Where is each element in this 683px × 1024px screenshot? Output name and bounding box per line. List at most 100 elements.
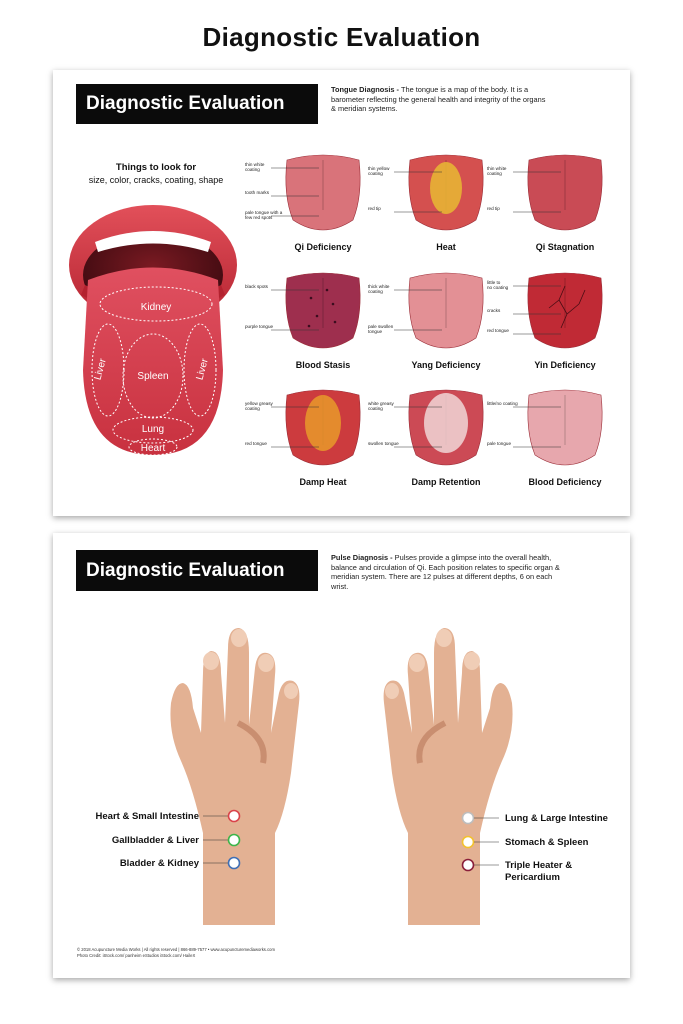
- tongue-feature-label: little/no coating: [487, 401, 518, 406]
- footer-copyright: © 2018 Acupuncture Media Works | All rig…: [77, 947, 275, 952]
- right-hand: [383, 628, 513, 925]
- tongue-body: [527, 389, 603, 466]
- pulse-label-line2: Pericardium: [505, 872, 560, 883]
- spleen-zone: [122, 333, 184, 419]
- tongue-feature-label: red tongue: [245, 441, 267, 446]
- right-fingernail-2: [436, 629, 452, 647]
- tongue-intro-bold: Tongue Diagnosis -: [331, 85, 400, 94]
- pulse-intro-bold: Pulse Diagnosis -: [331, 553, 393, 562]
- pulse-intro-text: Pulses provide a glimpse into the overal…: [331, 553, 560, 591]
- pulse-dot: [227, 809, 241, 823]
- tongue-feature-label: swollen tongue: [368, 441, 399, 446]
- pulse-panel-header: Diagnostic Evaluation: [76, 550, 318, 591]
- right-fingernail-1: [464, 652, 480, 670]
- tongue-name: Yin Deficiency: [534, 360, 595, 370]
- right-hand-shape: [383, 628, 513, 925]
- pulse-label: Lung & Large Intestine: [505, 813, 608, 824]
- right-pulse-point: Lung & Large Intestine: [461, 811, 608, 825]
- pulse-label: Stomach & Spleen: [505, 837, 589, 848]
- heart-zone: [128, 438, 178, 456]
- tongue-feature-label: black spots: [245, 284, 269, 289]
- right-palm-crease: [416, 720, 447, 764]
- teeth: [95, 231, 211, 252]
- tongue-illustrations: Kidney Spleen Liver Liver Lung Heart Qi …: [69, 154, 603, 487]
- left-pulse-point: Bladder & Kidney: [120, 856, 241, 870]
- tongue-name: Qi Stagnation: [536, 242, 595, 252]
- tongue-body: [527, 154, 603, 231]
- tongue-name: Damp Retention: [411, 477, 480, 487]
- tongue-name: Qi Deficiency: [294, 242, 351, 252]
- tongue-body: [408, 272, 484, 349]
- pulse-label: Gallbladder & Liver: [112, 835, 199, 846]
- tongue-diagnosis-panel: Diagnostic Evaluation Tongue Diagnosis -…: [53, 70, 630, 516]
- tongue-intro: Tongue Diagnosis - The tongue is a map o…: [331, 85, 551, 114]
- liver-right-zone: [183, 323, 217, 417]
- white-greasy-coating: [424, 393, 468, 453]
- black-spot: [325, 288, 329, 292]
- pulse-dot: [227, 856, 241, 870]
- footer: © 2018 Acupuncture Media Works | All rig…: [77, 947, 377, 959]
- left-hand-shape: [170, 628, 300, 925]
- footer-credit: Photo Credit: iStock.com/ panheim eStudi…: [77, 953, 196, 958]
- tongue-feature-label: pale tongue: [487, 441, 511, 446]
- tongue-name: Blood Stasis: [296, 360, 351, 370]
- tongue-name: Yang Deficiency: [411, 360, 480, 370]
- pulse-label: Heart & Small Intestine: [96, 811, 199, 822]
- pulse-dot: [227, 833, 241, 847]
- black-spot: [333, 320, 337, 324]
- left-pulse-point: Gallbladder & Liver: [112, 833, 241, 847]
- left-fingernail-3: [258, 654, 274, 672]
- yellow-greasy-coating: [305, 395, 341, 451]
- tongue-feature-label: cracks: [487, 308, 501, 313]
- things-subtitle: size, color, cracks, coating, shape: [88, 175, 224, 185]
- liver-left-zone: [91, 323, 125, 417]
- right-pulse-point: Triple Heater &Pericardium: [461, 858, 572, 883]
- mouth-diagram: Kidney Spleen Liver Liver Lung Heart: [69, 205, 237, 456]
- pulse-intro: Pulse Diagnosis - Pulses provide a glimp…: [331, 553, 566, 591]
- pulse-label: Triple Heater &: [505, 860, 572, 871]
- tongue-feature-label: purple tongue: [245, 324, 274, 329]
- black-spot: [307, 324, 311, 328]
- things-title: Things to look for: [115, 162, 197, 173]
- zone-spleen: Spleen: [137, 371, 168, 382]
- tongue-feature-label: red tongue: [487, 328, 509, 333]
- tongue-body: [285, 154, 361, 231]
- left-fingernail-1: [203, 652, 219, 670]
- pulse-dot: [461, 858, 475, 872]
- tongue-cracks: [548, 285, 586, 329]
- tongue-body: [285, 272, 361, 349]
- tongue-intro-text: The tongue is a map of the body. It is a…: [331, 85, 546, 113]
- left-pulse-point: Heart & Small Intestine: [96, 809, 241, 823]
- tongue-feature-label: red tip: [368, 206, 381, 211]
- black-spot: [315, 314, 319, 318]
- right-fingernail-4: [385, 683, 399, 699]
- tongue-feature-label: red tip: [487, 206, 500, 211]
- tongue-blood-stasis: Blood Stasis black spots purple tongue: [245, 272, 361, 370]
- page-title: Diagnostic Evaluation: [202, 22, 481, 52]
- black-spot: [331, 302, 335, 306]
- pulse-dot: [461, 835, 475, 849]
- lung-zone: [112, 416, 194, 444]
- kidney-zone: [99, 286, 213, 322]
- big-tongue: [83, 267, 223, 455]
- left-fingernail-4: [284, 683, 298, 699]
- left-fingernail-2: [231, 629, 247, 647]
- tongue-name: Heat: [436, 242, 456, 252]
- right-pulse-point: Stomach & Spleen: [461, 835, 589, 849]
- zone-lung: Lung: [142, 424, 164, 435]
- right-fingernail-3: [409, 654, 425, 672]
- tongue-feature-label: tooth marks: [245, 190, 270, 195]
